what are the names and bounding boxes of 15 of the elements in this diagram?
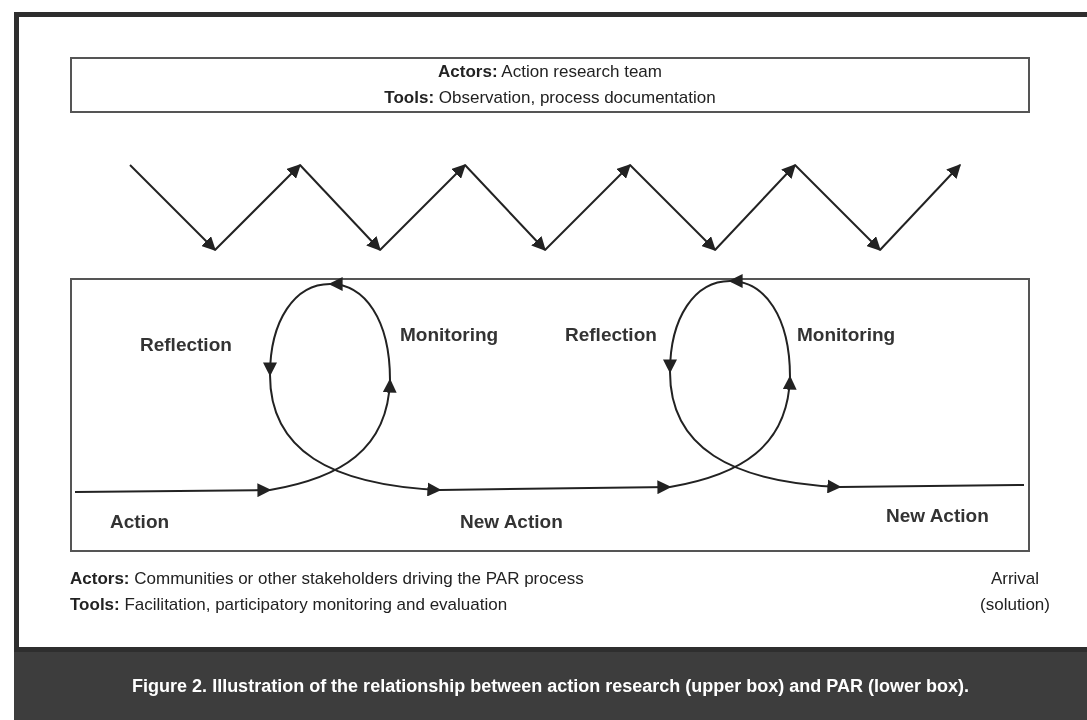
info-text: Tools: Observation, process documentation (384, 87, 716, 109)
text-label: New Action (886, 505, 989, 527)
text-label: Monitoring (400, 324, 499, 346)
figure-caption: Figure 2. Illustration of the relationship between action research (upper box) and PAR (lower box). (14, 652, 1087, 720)
text-label: Reflection (140, 334, 232, 356)
text-label: New Action (460, 511, 563, 533)
info-text: Actors: Communities or other stakeholders driving the PAR process (70, 568, 584, 590)
text-box (70, 57, 1030, 113)
info-text: Actors: Action research team (438, 61, 662, 83)
text-label: Arrival (solution) (979, 568, 1051, 616)
text-label: Monitoring (797, 324, 896, 346)
text-label: Action (110, 511, 170, 533)
diagram-panel (70, 278, 1030, 552)
info-text: Tools: Facilitation, participatory monitoring and evaluation (70, 594, 508, 616)
text-label: Reflection (565, 324, 657, 346)
